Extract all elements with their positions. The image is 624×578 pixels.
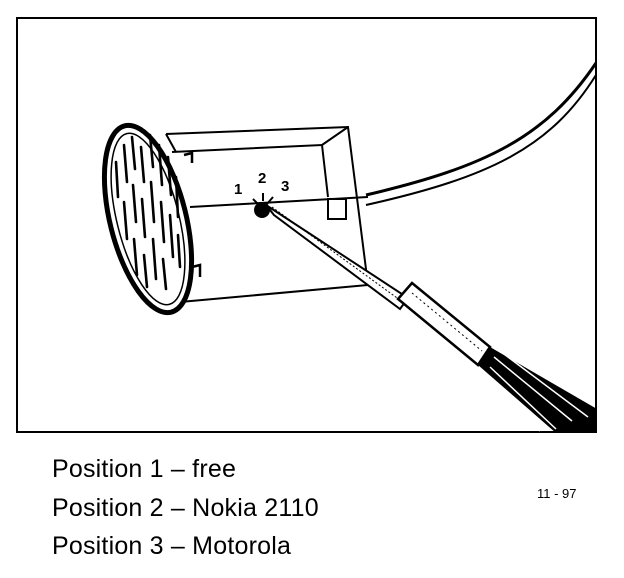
position-marker-1: 1	[234, 181, 242, 198]
position-marker-3: 3	[281, 178, 289, 195]
figure-reference-number: 11 - 97	[537, 486, 577, 501]
position-marker-2: 2	[258, 170, 266, 187]
caption-position-2: Position 2 – Nokia 2110	[52, 494, 319, 522]
lower-clip	[191, 263, 202, 277]
screwdriver	[265, 204, 597, 433]
caption-position-3: Position 3 – Motorola	[52, 532, 292, 560]
figure-frame	[16, 17, 597, 433]
caption-position-1: Position 1 – free	[52, 455, 237, 483]
upper-clip	[183, 151, 194, 163]
cable	[365, 62, 597, 197]
cable-inner	[365, 74, 597, 206]
speaker-grille	[101, 122, 202, 316]
technical-illustration: 1 2 3	[101, 62, 597, 433]
selector-switch	[252, 193, 274, 218]
speaker-housing	[165, 125, 370, 303]
